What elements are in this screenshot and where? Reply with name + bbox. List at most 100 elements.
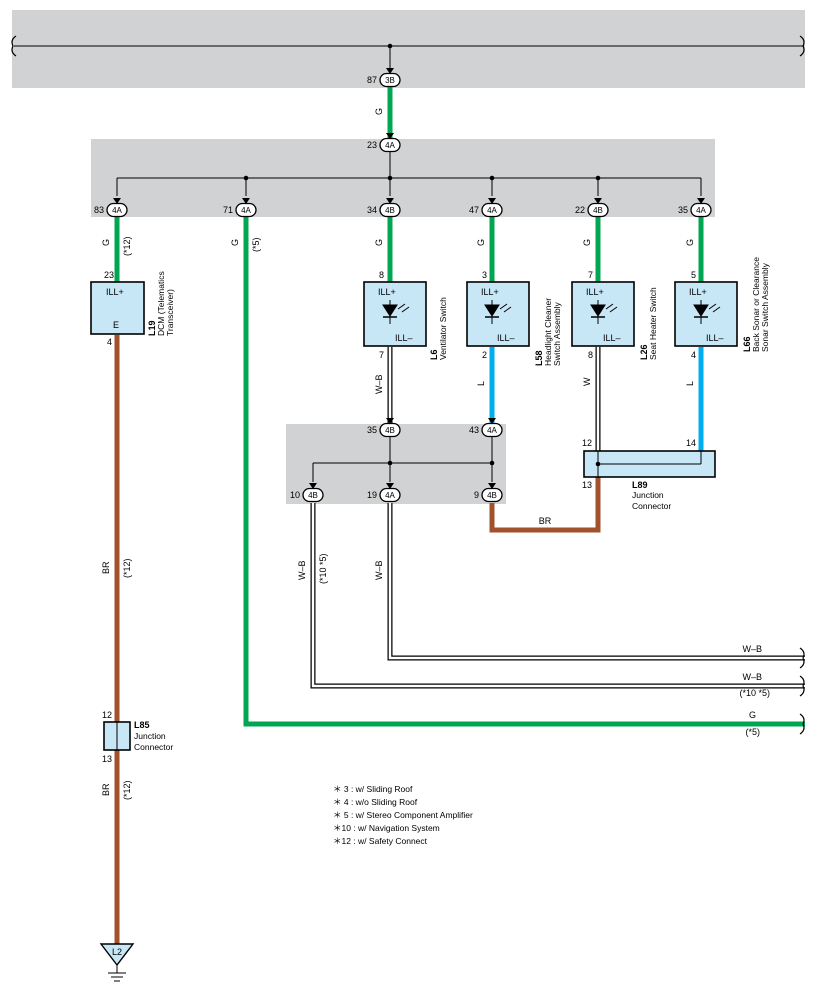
svg-text:Junction: Junction — [134, 731, 166, 741]
svg-text:L26: L26 — [639, 344, 649, 360]
led-icon — [484, 300, 512, 324]
svg-text:ILL–: ILL– — [706, 333, 724, 343]
svg-text:ILL–: ILL– — [603, 333, 621, 343]
component-l2-ground: L2 — [99, 943, 135, 982]
svg-text:Seat Heater Switch: Seat Heater Switch — [648, 287, 658, 360]
wire-br-l89 — [489, 477, 601, 533]
svg-text:4: 4 — [107, 337, 112, 347]
connector-19-4a: 4A 19 — [367, 487, 401, 503]
svg-text:G: G — [685, 239, 695, 246]
svg-text:(*10 *5): (*10 *5) — [318, 553, 328, 584]
svg-text:G: G — [374, 108, 384, 115]
svg-text:＊10 : w/ Navigation System: ＊10 : w/ Navigation System — [333, 823, 440, 833]
svg-text:Headlight Cleaner: Headlight Cleaner — [543, 298, 553, 366]
svg-text:L2: L2 — [112, 947, 122, 957]
connector-9-4b: 4B 9 — [474, 487, 503, 503]
svg-text:ILL–: ILL– — [497, 333, 515, 343]
svg-text:3B: 3B — [385, 76, 395, 85]
svg-text:L: L — [685, 381, 695, 386]
connector-47-4a: 4A 47 — [469, 202, 503, 218]
component-l6-ventilator-switch: ILL+ ILL– 8 7 L6 Ventilator Switch — [363, 270, 448, 360]
svg-text:G: G — [230, 239, 240, 246]
svg-text:W–B: W–B — [374, 374, 384, 394]
svg-text:71: 71 — [223, 205, 233, 215]
svg-text:Back Sonar or Clearance: Back Sonar or Clearance — [751, 257, 761, 352]
component-l89-junction-connector: 12 14 13 L89 Junction Connector — [582, 438, 716, 511]
svg-text:12: 12 — [582, 438, 592, 448]
svg-text:8: 8 — [379, 270, 384, 280]
connector-10-4b: 4B 10 — [290, 487, 324, 503]
svg-text:13: 13 — [582, 480, 592, 490]
svg-text:＊12 : w/ Safety Connect: ＊12 : w/ Safety Connect — [333, 836, 428, 846]
component-l19-dcm: ILL+ E 23 4 L19 DCM (Telematics Transcei… — [90, 270, 175, 347]
svg-text:L89: L89 — [632, 480, 648, 490]
svg-text:43: 43 — [469, 425, 479, 435]
svg-text:Ventilator Switch: Ventilator Switch — [438, 297, 448, 360]
svg-text:ILL–: ILL– — [395, 333, 413, 343]
svg-text:＊ 3 : w/ Sliding Roof: ＊ 3 : w/ Sliding Roof — [333, 784, 413, 794]
svg-text:4B: 4B — [385, 426, 395, 435]
wire-wb-10 — [310, 503, 805, 689]
component-l66-back-sonar-switch: ILL+ ILL– 5 4 L66 Back Sonar or Clearanc… — [674, 257, 770, 360]
svg-text:ILL+: ILL+ — [689, 287, 707, 297]
svg-text:ILL+: ILL+ — [481, 287, 499, 297]
connector-71-4a: 4A 71 — [223, 202, 257, 218]
component-l26-seat-heater-switch: ILL+ ILL– 7 8 L26 Seat Heater Switch — [571, 270, 658, 360]
svg-text:(*12): (*12) — [122, 780, 132, 800]
svg-text:4B: 4B — [385, 206, 395, 215]
connector-83-4a: 4A 83 — [94, 202, 128, 218]
middle-bus-line — [116, 152, 702, 196]
svg-text:ILL+: ILL+ — [106, 287, 124, 297]
svg-text:13: 13 — [102, 754, 112, 764]
svg-text:BR: BR — [539, 516, 552, 526]
svg-text:＊ 4 : w/o Sliding Roof: ＊ 4 : w/o Sliding Roof — [333, 797, 418, 807]
component-l85-junction-connector: 12 13 L85 Junction Connector — [102, 710, 173, 764]
svg-text:W–B: W–B — [374, 560, 384, 580]
svg-text:L: L — [476, 381, 486, 386]
svg-text:4A: 4A — [385, 491, 395, 500]
connector-23-4a: 4A 23 — [367, 137, 401, 153]
svg-text:Transceiver): Transceiver) — [165, 289, 175, 336]
svg-text:G: G — [582, 239, 592, 246]
led-icon — [693, 300, 721, 324]
svg-text:4A: 4A — [385, 141, 395, 150]
svg-text:W–B: W–B — [742, 672, 762, 682]
svg-text:10: 10 — [290, 490, 300, 500]
svg-text:4A: 4A — [112, 206, 122, 215]
svg-text:Connector: Connector — [632, 501, 671, 511]
svg-text:BR: BR — [101, 783, 111, 796]
wire-g-71 — [243, 217, 805, 727]
svg-text:23: 23 — [104, 270, 114, 280]
svg-text:G: G — [476, 239, 486, 246]
svg-text:W–B: W–B — [742, 644, 762, 654]
svg-text:4A: 4A — [696, 206, 706, 215]
svg-text:E: E — [113, 320, 119, 330]
svg-text:L19: L19 — [147, 320, 157, 336]
svg-text:4B: 4B — [593, 206, 603, 215]
wire-labels: G G (*12) G (*5) G G G G W–B L W L BR W–… — [101, 108, 770, 800]
svg-text:Switch Assembly: Switch Assembly — [552, 301, 562, 366]
connector-43-4a: 4A 43 — [469, 422, 503, 438]
svg-text:7: 7 — [588, 270, 593, 280]
lower-bus-line — [312, 437, 495, 482]
svg-text:4B: 4B — [487, 491, 497, 500]
wire-wb-19 — [387, 503, 805, 661]
svg-text:5: 5 — [691, 270, 696, 280]
svg-text:DCM (Telematics: DCM (Telematics — [156, 271, 166, 336]
svg-text:9: 9 — [474, 490, 479, 500]
svg-text:(*5): (*5) — [745, 727, 760, 737]
connector-22-4b: 4B 22 — [575, 202, 609, 218]
svg-text:4A: 4A — [241, 206, 251, 215]
svg-text:(*12): (*12) — [122, 236, 132, 256]
svg-text:87: 87 — [367, 75, 377, 85]
wire-end-marks — [799, 647, 805, 735]
svg-text:L85: L85 — [134, 720, 150, 730]
footnotes: ＊ 3 : w/ Sliding Roof ＊ 4 : w/o Sliding … — [333, 784, 473, 846]
svg-text:G: G — [749, 710, 756, 720]
svg-text:G: G — [101, 239, 111, 246]
svg-text:L6: L6 — [429, 349, 439, 360]
svg-text:BR: BR — [101, 561, 111, 574]
svg-text:4A: 4A — [487, 206, 497, 215]
svg-text:L66: L66 — [742, 336, 752, 352]
